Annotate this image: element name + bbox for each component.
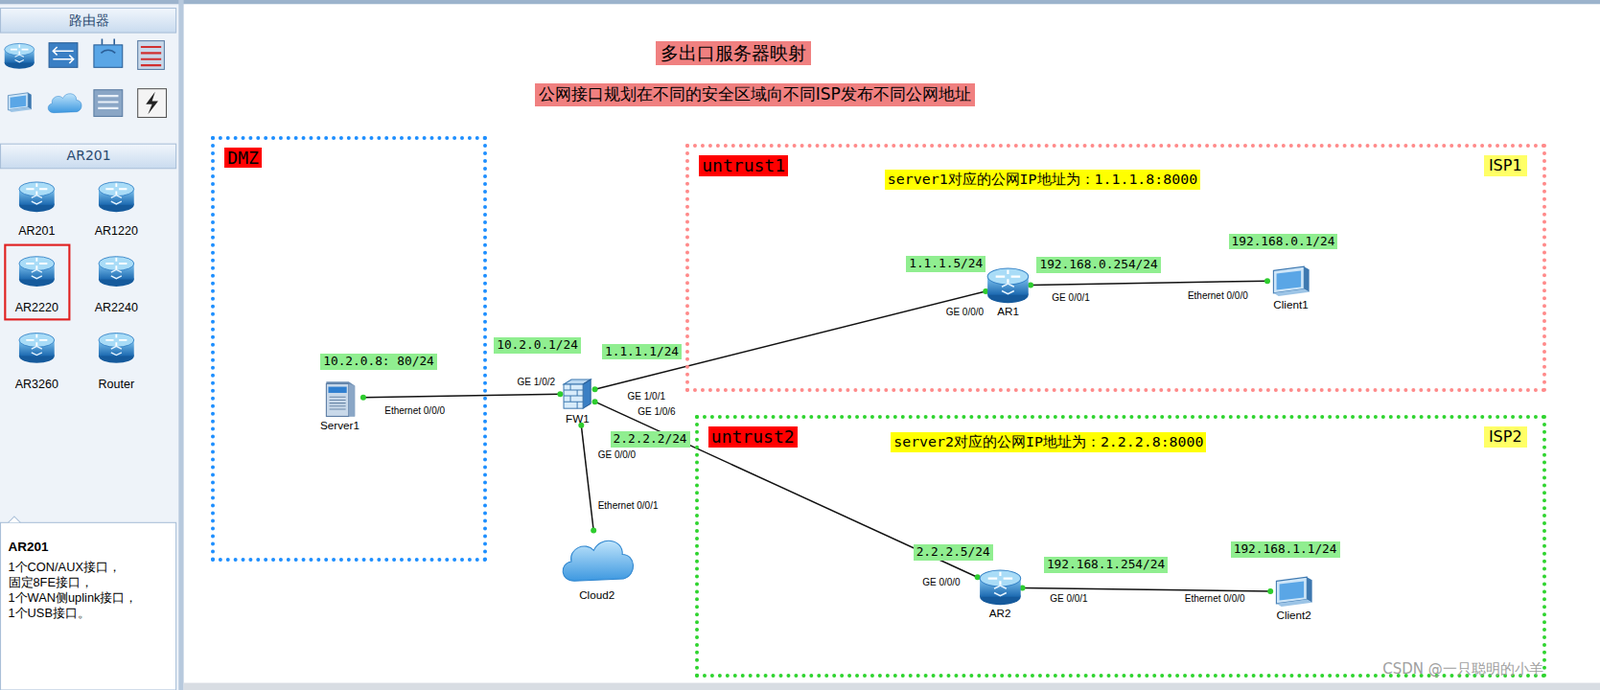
ip-address: 2.2.2.2/24 <box>610 431 691 448</box>
device-node: Server1 <box>316 377 364 433</box>
interface-name: Ethernet 0/0/0 <box>383 405 446 418</box>
device-node: AR2 <box>977 569 1023 621</box>
port-dot <box>360 394 367 401</box>
zone-box: untrust2 ISP2AR2 Client2 <box>695 415 1547 678</box>
isp-name: ISP1 <box>1484 155 1528 177</box>
device-name: Client1 <box>1267 299 1315 312</box>
zone-name: untrust1 <box>698 155 789 177</box>
watermark: CSDN @一只聪明的小羊 <box>1382 661 1544 678</box>
device-name: AR2 <box>977 607 1023 621</box>
panel-title: AR201 <box>67 147 112 163</box>
panel-header <box>0 143 177 169</box>
interface-name: Ethernet 0/0/0 <box>1186 290 1250 302</box>
interface-name: GE 0/0/0 <box>597 449 637 462</box>
device-icon <box>320 377 359 419</box>
description-title: AR201 <box>8 539 49 556</box>
description-line: 1个WAN侧uplink接口， <box>8 591 139 606</box>
interface-name: GE 1/0/6 <box>636 406 676 418</box>
subtitle: 公网接口规划在不同的安全区域向不同ISP发布不同公网地址 <box>534 83 975 107</box>
device-node: Client2 <box>1270 575 1318 623</box>
ip-address: 192.168.0.254/24 <box>1036 256 1160 274</box>
ip-address: 1.1.1.1/24 <box>602 344 682 361</box>
zone-box: DMZ Server1 <box>210 136 487 563</box>
interface-name: GE 0/0/1 <box>1048 593 1089 605</box>
ip-address: 192.168.1.254/24 <box>1043 556 1168 574</box>
mapping-note: server1对应的公网IP地址为：1.1.1.8:8000 <box>884 169 1201 190</box>
device-node: AR1 <box>985 267 1031 319</box>
model-name: AR201 <box>18 224 55 238</box>
device-name: Client2 <box>1270 609 1318 623</box>
port-dot <box>1267 588 1274 595</box>
interface-name: GE 1/0/2 <box>516 376 557 389</box>
isp-name: ISP2 <box>1484 426 1528 448</box>
port-dot <box>592 386 599 393</box>
ip-address: 2.2.2.5/24 <box>913 544 994 561</box>
interface-name: GE 0/0/1 <box>1050 292 1090 304</box>
panel-title: 路由器 <box>69 12 110 28</box>
description-panel <box>0 522 177 690</box>
device-name: Server1 <box>316 419 364 433</box>
ip-address: 10.2.0.8: 80/24 <box>320 353 438 371</box>
panel-header <box>0 8 177 34</box>
device-icon <box>556 530 638 588</box>
interface-name: Ethernet 0/0/0 <box>1183 593 1247 605</box>
link-line <box>595 291 987 390</box>
link-line <box>363 394 560 398</box>
model-name: AR2240 <box>94 301 139 315</box>
port-dot <box>1027 282 1034 289</box>
title: 多出口服务器映射 <box>655 41 812 67</box>
model-name: AR3260 <box>15 377 59 392</box>
device-node: FW1 <box>559 376 595 426</box>
selection-box <box>4 245 70 321</box>
port-dot <box>556 391 563 397</box>
description-line: 1个USB接口。 <box>8 606 91 622</box>
port-dot <box>590 527 597 534</box>
panel-pointer <box>8 516 22 523</box>
device-icon <box>985 267 1031 304</box>
interface-name: Ethernet 0/0/1 <box>597 500 660 512</box>
divider <box>178 0 184 690</box>
description-line: 1个CON/AUX接口， <box>8 560 121 576</box>
device-name: FW1 <box>559 413 595 426</box>
ip-address: 192.168.0.1/24 <box>1228 233 1339 251</box>
device-name: Cloud2 <box>556 589 638 603</box>
model-name: AR1220 <box>94 224 139 238</box>
interface-name: GE 0/0/0 <box>921 577 961 589</box>
device-name: AR1 <box>985 305 1031 319</box>
port-dot <box>982 288 989 295</box>
device-node: Client1 <box>1267 264 1315 312</box>
device-icon <box>559 376 595 412</box>
link-line <box>1030 280 1268 285</box>
model-name: Router <box>98 377 136 392</box>
device-node: Cloud2 <box>556 530 638 602</box>
device-icon <box>1267 264 1315 298</box>
device-icon <box>977 569 1023 606</box>
ip-address: 10.2.0.1/24 <box>493 337 581 354</box>
interface-name: GE 0/0/0 <box>945 306 985 319</box>
link-line <box>580 425 594 532</box>
category-icons <box>4 38 167 117</box>
model-name: AR2220 <box>15 301 59 315</box>
port-dot <box>1264 278 1271 284</box>
router-models <box>19 182 135 364</box>
interface-name: GE 1/0/1 <box>626 391 667 403</box>
scrollbar <box>184 683 1600 690</box>
ip-address: 1.1.1.5/24 <box>905 255 986 273</box>
zone-name: untrust2 <box>708 426 798 448</box>
device-icon <box>1270 575 1318 608</box>
ip-address: 192.168.1.1/24 <box>1230 541 1341 558</box>
port-dot <box>592 398 599 405</box>
mapping-note: server2对应的公网IP地址为：2.2.2.8:8000 <box>890 432 1206 453</box>
zone-name: DMZ <box>224 147 262 169</box>
description-line: 固定8FE接口， <box>8 576 93 591</box>
top-strip <box>0 0 1600 4</box>
link-line <box>1022 587 1272 592</box>
port-dot <box>1020 584 1026 591</box>
device-panel <box>0 0 179 690</box>
